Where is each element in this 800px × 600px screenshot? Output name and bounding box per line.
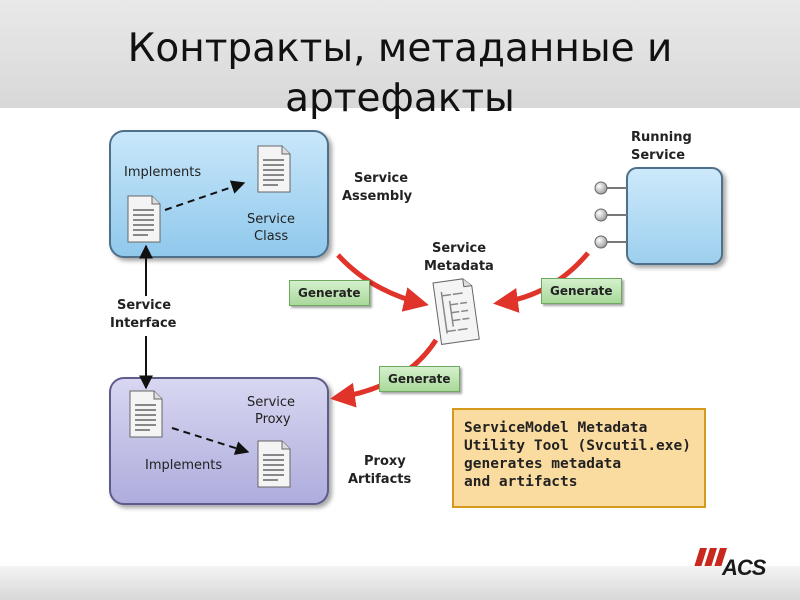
- generate-button-assembly: Generate: [289, 280, 370, 306]
- generate-button-running: Generate: [541, 278, 622, 304]
- service-interface-label-2: Interface: [110, 316, 177, 331]
- document-icon-service-class: [257, 145, 291, 193]
- running-service-box: [626, 167, 723, 265]
- svcutil-note-line-1: ServiceModel Metadata: [464, 420, 648, 436]
- running-service-label-2: Service: [631, 148, 686, 163]
- generate-button-proxy: Generate: [379, 366, 460, 392]
- footer-band: [0, 566, 800, 600]
- endpoint-connectors: [594, 181, 627, 249]
- proxy-artifacts-caption-1: Proxy: [364, 454, 406, 469]
- document-icon-proxy-interface: [129, 390, 163, 438]
- service-metadata-label-2: Metadata: [424, 259, 494, 274]
- service-metadata-label-1: Service: [432, 241, 487, 256]
- svcutil-note-line-4: and artifacts: [464, 474, 578, 490]
- slide-title-line-1: Контракты, метаданные и: [127, 26, 673, 71]
- service-class-label-1: Service: [247, 212, 296, 227]
- service-interface-label-1: Service: [117, 298, 172, 313]
- slide-title-line-2: артефакты: [285, 76, 515, 121]
- document-icon-service-proxy: [257, 440, 291, 488]
- svcutil-note: ServiceModel Metadata Utility Tool (Svcu…: [452, 408, 706, 508]
- slide-title: Контракты, метаданные и артефакты: [0, 24, 800, 124]
- title-band: [0, 0, 800, 108]
- proxy-artifacts-caption-2: Artifacts: [348, 472, 412, 487]
- acs-logo-text: ACS: [722, 555, 766, 580]
- service-class-label-2: Class: [254, 229, 289, 244]
- proxy-implements-label: Implements: [145, 458, 223, 473]
- proxy-service-label-2: Proxy: [255, 412, 291, 427]
- implements-arrow-service: [164, 180, 246, 211]
- service-implements-label: Implements: [124, 165, 202, 180]
- document-icon-service-metadata: [432, 278, 480, 345]
- implements-arrow-proxy: [171, 427, 250, 455]
- generate-arrow-from-assembly: [336, 253, 429, 312]
- document-icon-service-interface: [127, 195, 161, 243]
- svcutil-note-line-3: generates metadata: [464, 456, 622, 472]
- svcutil-note-line-2: Utility Tool (Svcutil.exe): [464, 438, 691, 454]
- service-assembly-caption-1: Service: [354, 171, 409, 186]
- service-assembly-caption-2: Assembly: [342, 189, 413, 204]
- running-service-label-1: Running: [631, 130, 692, 145]
- proxy-service-label-1: Service: [247, 395, 296, 410]
